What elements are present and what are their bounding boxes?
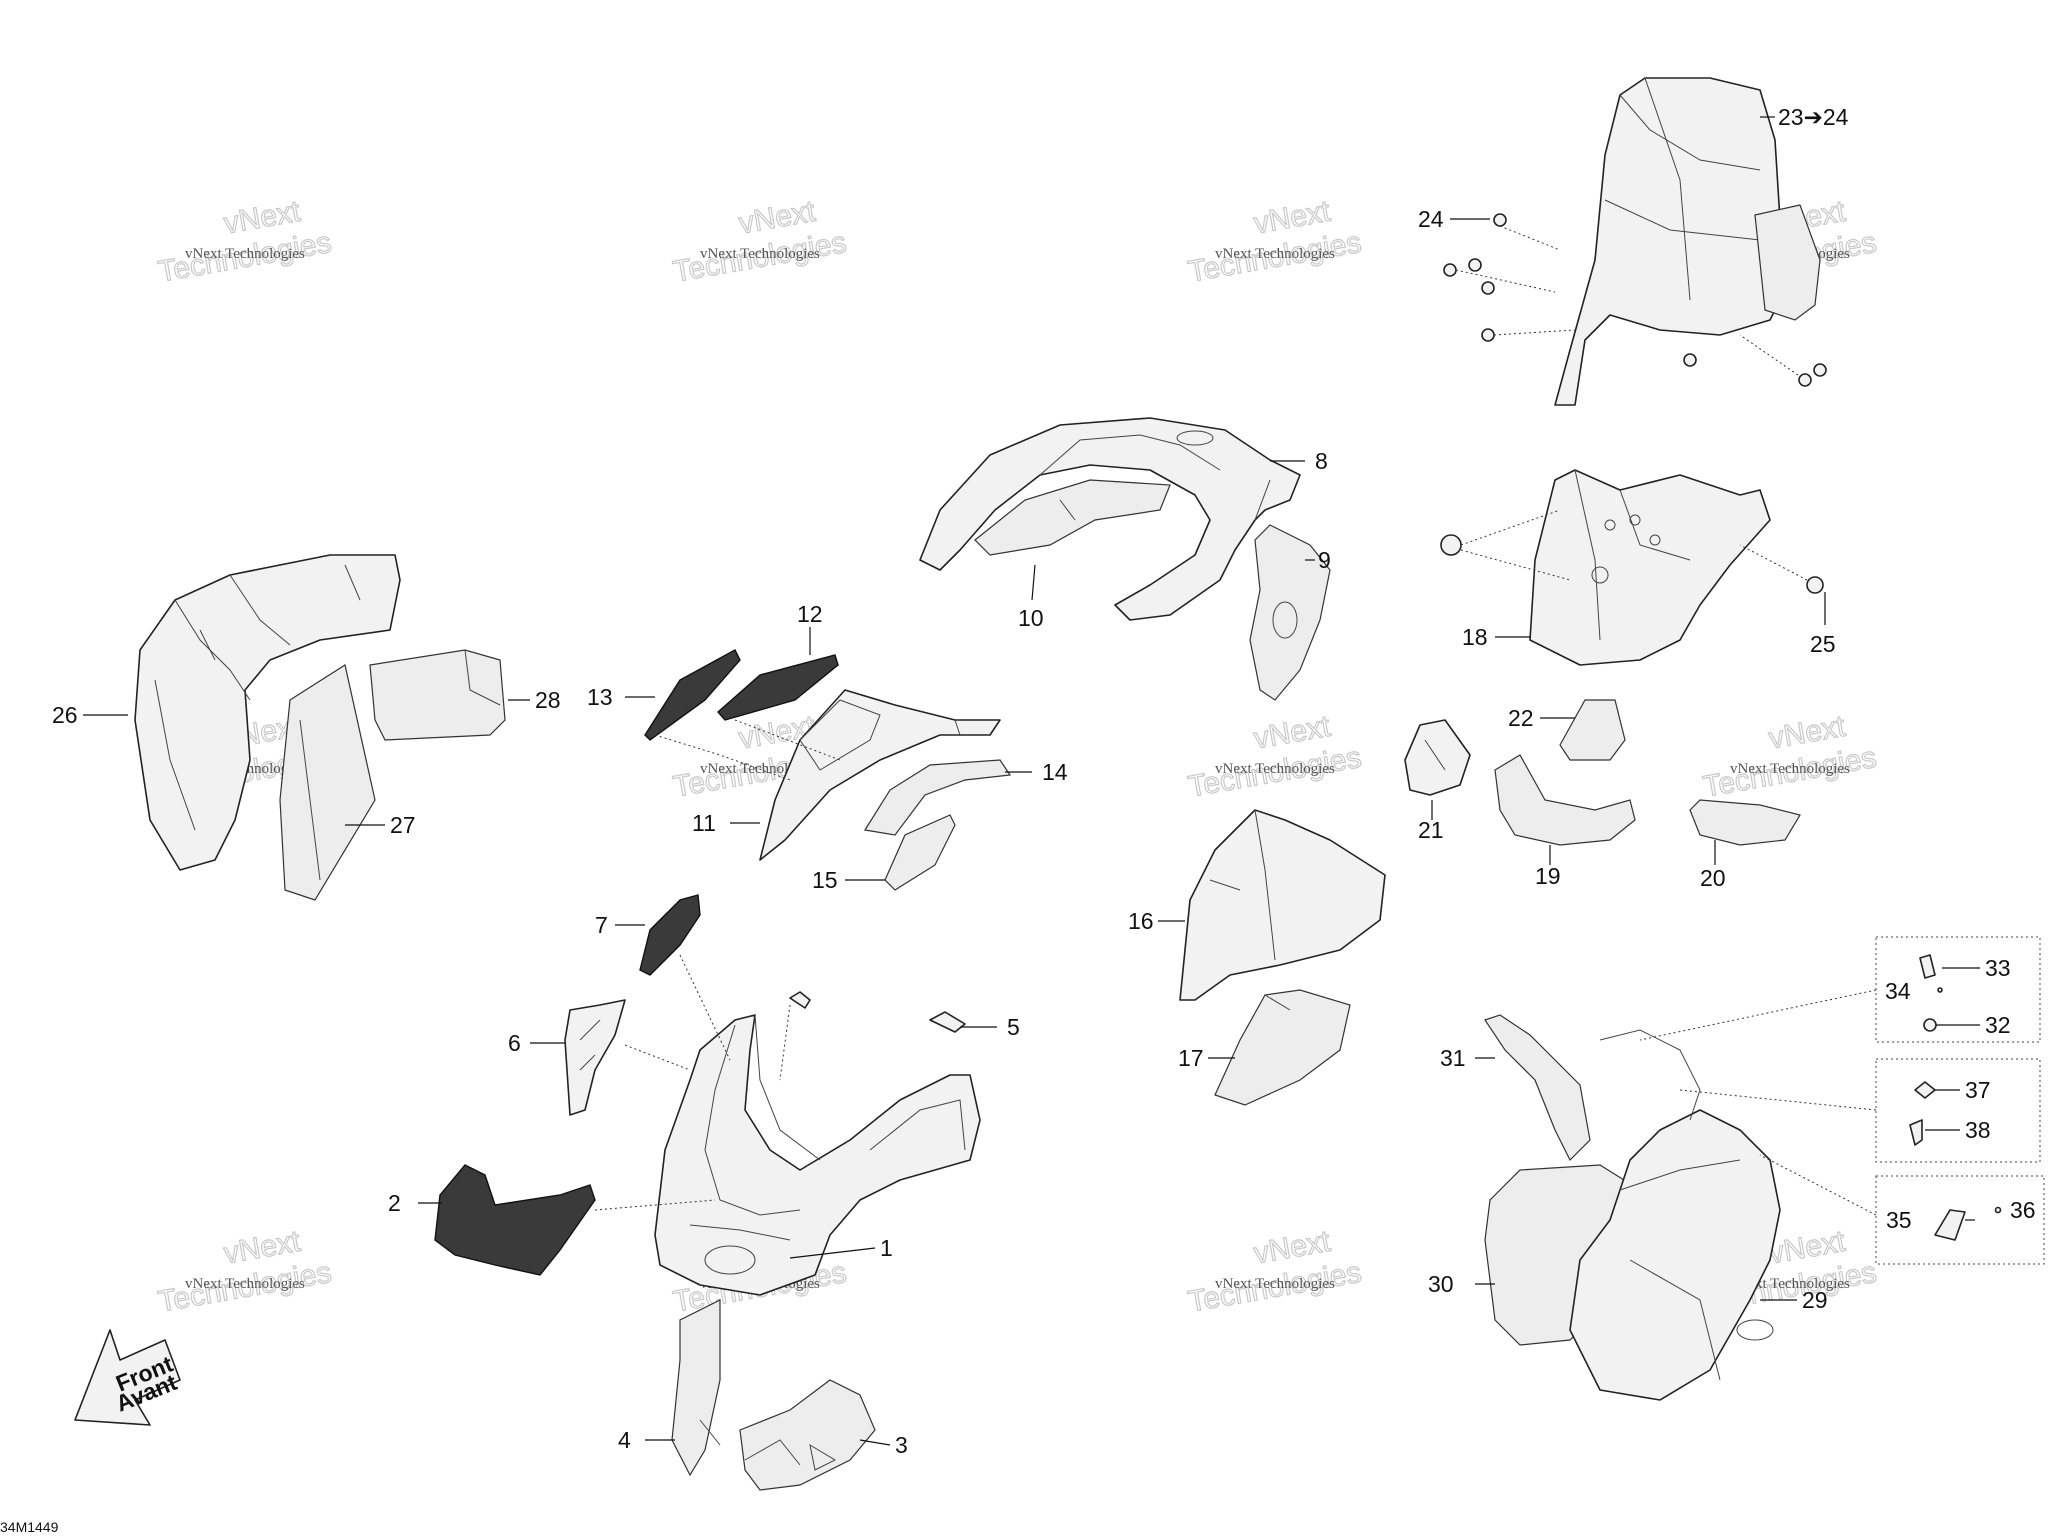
- callout-24: 24: [1418, 206, 1444, 232]
- callout-36: 36: [2010, 1197, 2036, 1223]
- callout-4: 4: [618, 1427, 631, 1453]
- callout-8: 8: [1315, 448, 1328, 474]
- part-21-bracket: [1404, 719, 1471, 796]
- watermark: Technologies vNext vNext Technologies: [1185, 1224, 1364, 1319]
- part-11-upper-fairing: [759, 689, 1001, 861]
- watermark: Technologies vNext vNext Technologies: [670, 194, 849, 289]
- watermark-small: vNext Technologies: [1730, 761, 1850, 777]
- part-2-mesh-grille: [434, 1164, 596, 1276]
- callout-12: 12: [797, 601, 823, 627]
- watermark-group: Technologies vNext vNext Technologies Te…: [155, 194, 1879, 1319]
- part-24-screws: [1443, 213, 1827, 387]
- part-31-bracket: [1484, 1014, 1591, 1162]
- callout-38: 38: [1965, 1117, 1991, 1143]
- callout-29: 29: [1802, 1287, 1828, 1313]
- watermark: Technologies vNext vNext Technologies: [1185, 709, 1364, 804]
- watermark-small: vNext Technologies: [185, 1276, 305, 1292]
- callout-35: 35: [1886, 1207, 1912, 1233]
- detail-box-middle: [1679, 1058, 2041, 1163]
- callout-25: 25: [1810, 631, 1836, 657]
- watermark: Technologies vNext vNext Technologies: [155, 194, 334, 289]
- callout-20: 20: [1700, 865, 1726, 891]
- watermark-small: vNext Technologies: [185, 246, 305, 262]
- part-10-panel: [974, 479, 1171, 556]
- watermark: Technologies vNext vNext Technologies: [1185, 194, 1364, 289]
- drawing-code: 34M1449: [0, 1519, 59, 1535]
- leader-lines: [83, 116, 1826, 1446]
- watermark-small: vNext Technologies: [1215, 761, 1335, 777]
- part-8-console: [919, 417, 1301, 621]
- callout-19: 19: [1535, 863, 1561, 889]
- watermark-small: vNext Technologies: [1215, 246, 1335, 262]
- callout-11: 11: [692, 810, 716, 836]
- callout-labels: 1 2 3 4 5 6 7 8 9 10 11 12 13 14 15 16 1…: [52, 104, 2036, 1458]
- callout-22: 22: [1508, 705, 1534, 731]
- callout-5: 5: [1007, 1014, 1020, 1040]
- part-12-mesh: [717, 654, 839, 721]
- part-9-side-panel: [1249, 524, 1331, 701]
- callout-28: 28: [535, 687, 561, 713]
- part-23-windshield: [1554, 77, 1821, 406]
- part-7-vent-grille: [639, 894, 701, 976]
- front-direction-arrow: Front Avant: [74, 1329, 181, 1426]
- callout-23-24: 23➔24: [1778, 104, 1849, 130]
- part-20-bracket: [1689, 799, 1801, 846]
- watermark-small: vNext Technologies: [1215, 1276, 1335, 1292]
- callout-14: 14: [1042, 759, 1068, 785]
- watermark-small: vNext Technologies: [700, 246, 820, 262]
- callout-18: 18: [1462, 624, 1488, 650]
- callout-31: 31: [1440, 1045, 1466, 1071]
- watermark: Technologies vNext vNext Technologies: [155, 1224, 334, 1319]
- alignment-lines: [594, 719, 841, 1211]
- callout-26: 26: [52, 702, 78, 728]
- callout-6: 6: [508, 1030, 521, 1056]
- part-14-foam-strip: [864, 759, 1012, 836]
- callout-9: 9: [1318, 547, 1331, 573]
- part-18-dash-housing: [1529, 469, 1771, 666]
- part-3-lower-panel: [739, 1379, 876, 1491]
- part-4-lower-panel: [671, 1299, 721, 1477]
- part-5-fastener: [789, 991, 966, 1033]
- callout-16: 16: [1128, 908, 1154, 934]
- detail-box-lower: [1759, 1154, 2045, 1265]
- callout-10: 10: [1018, 605, 1044, 631]
- part-13-mesh: [644, 649, 741, 741]
- part-19-foam-strip: [1494, 754, 1636, 846]
- callout-17: 17: [1178, 1045, 1204, 1071]
- callout-7: 7: [595, 912, 608, 938]
- callout-33: 33: [1985, 955, 2011, 981]
- callout-30: 30: [1428, 1271, 1454, 1297]
- callout-32: 32: [1985, 1012, 2011, 1038]
- callout-3: 3: [895, 1432, 908, 1458]
- callout-27: 27: [390, 812, 416, 838]
- callout-1: 1: [880, 1235, 893, 1261]
- callout-34: 34: [1885, 978, 1911, 1004]
- callout-21: 21: [1418, 817, 1444, 843]
- part-6-bracket: [564, 999, 626, 1116]
- part-15-foam-block: [884, 814, 956, 891]
- part-28-foam: [369, 649, 506, 741]
- callout-15: 15: [812, 867, 838, 893]
- part-25-grommets: [1440, 509, 1824, 594]
- watermark: Technologies vNext vNext Technologies: [1700, 709, 1879, 804]
- part-27-side-liner: [279, 664, 376, 901]
- callout-13: 13: [587, 684, 613, 710]
- part-16-fairing: [1179, 809, 1386, 1001]
- part-29-side-fairing: [1569, 1029, 1781, 1401]
- box-leaders: [1925, 967, 1980, 1221]
- part-17-panel: [1214, 989, 1351, 1106]
- detail-box-upper: [1639, 936, 2041, 1043]
- part-22-block: [1559, 699, 1626, 761]
- callout-2: 2: [388, 1190, 401, 1216]
- part-26-side-panel: [134, 554, 401, 871]
- callout-37: 37: [1965, 1077, 1991, 1103]
- part-1-front-fairing: [654, 1014, 981, 1296]
